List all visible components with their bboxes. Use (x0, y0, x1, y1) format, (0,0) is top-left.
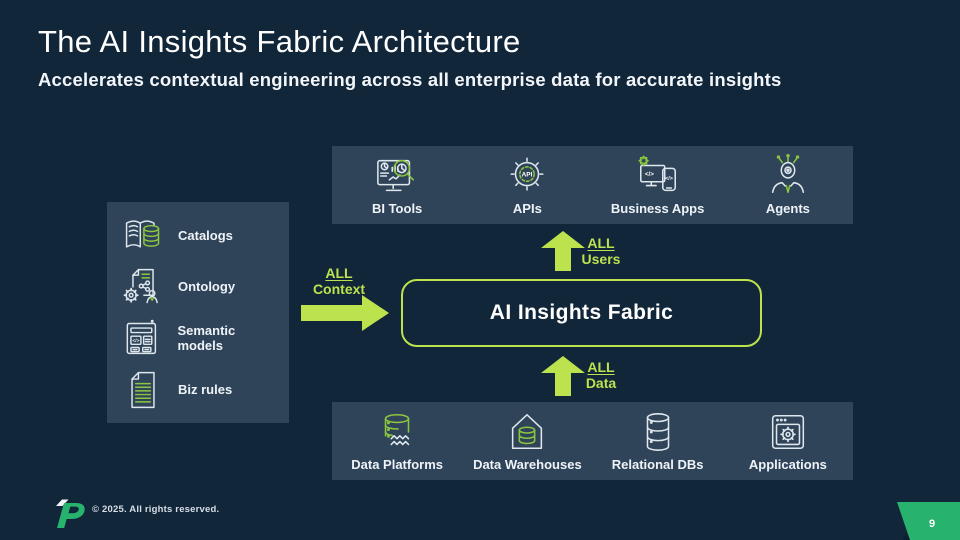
svg-text:</>: </> (132, 338, 139, 344)
source-label: Data Platforms (351, 457, 443, 472)
consumer-business-apps: </> </> Business Apps (593, 154, 723, 216)
context-panel: Catalogs Ontol (107, 202, 289, 423)
ai-insights-fabric-box: AI Insights Fabric (401, 279, 762, 347)
context-item-semantic-models: </> Semantic models (121, 317, 283, 359)
source-data-platforms: Data Platforms (332, 410, 462, 472)
api-gear-icon: API (510, 157, 544, 191)
copyright-text: © 2025. All rights reserved. (92, 504, 220, 515)
page-number: 9 (929, 518, 935, 530)
data-sources-panel: Data Platforms Data Warehouses (332, 402, 853, 480)
all-data-line2: Data (585, 374, 617, 391)
data-arrow-up (541, 356, 585, 396)
all-users-label: ALL Users (572, 235, 630, 267)
consumer-apis: API APIs (462, 154, 592, 216)
consumer-label: BI Tools (371, 201, 423, 216)
page-number-tab: 9 (897, 502, 960, 540)
relational-db-cylinder-icon (646, 413, 669, 451)
bi-tools-icon (377, 159, 415, 192)
context-arrow-right (301, 295, 389, 331)
page-title: The AI Insights Fabric Architecture (38, 24, 521, 59)
source-data-warehouses: Data Warehouses (462, 410, 592, 472)
users-arrow-up (541, 231, 585, 271)
all-context-line2: Context (312, 280, 366, 297)
api-icon-text: API (522, 172, 533, 179)
consumer-bi-tools: BI Tools (332, 154, 462, 216)
all-context-line1: ALL (325, 265, 353, 281)
data-warehouse-house-icon (512, 414, 543, 450)
all-data-label: ALL Data (572, 359, 630, 391)
company-logo (56, 499, 85, 528)
source-label: Relational DBs (611, 457, 704, 472)
context-item-label: Semantic models (177, 323, 236, 354)
ontology-doc-gear-icon (123, 268, 158, 303)
source-relational-dbs: Relational DBs (593, 410, 723, 472)
source-label: Data Warehouses (473, 457, 582, 472)
all-users-line1: ALL (587, 235, 615, 251)
page-subtitle: Accelerates contextual engineering acros… (38, 69, 782, 90)
all-users-line2: Users (581, 250, 621, 267)
agent-person-icon (771, 154, 804, 194)
context-item-label: Catalogs (178, 227, 233, 243)
consumer-label: Agents (765, 201, 810, 216)
semantic-models-window-icon: </> (126, 320, 157, 355)
source-label: Applications (748, 457, 827, 472)
all-data-line1: ALL (587, 359, 615, 375)
context-item-label: Biz rules (178, 382, 233, 398)
context-item-catalogs: Catalogs (121, 214, 283, 256)
context-item-biz-rules: Biz rules (121, 369, 283, 411)
context-item-ontology: Ontology (121, 266, 283, 308)
business-apps-icon: </> </> (638, 155, 676, 192)
consumer-label: Business Apps (610, 201, 705, 216)
data-platform-lake-icon (384, 414, 410, 446)
phone-code-text: </> (665, 176, 673, 182)
all-context-label: ALL Context (303, 265, 375, 297)
monitor-code-text: </> (645, 171, 654, 178)
source-applications: Applications (723, 410, 853, 472)
consumer-agents: Agents (723, 154, 853, 216)
context-item-label: Ontology (178, 279, 236, 295)
biz-rules-doc-icon (131, 371, 155, 409)
consumer-label: APIs (512, 201, 542, 216)
fabric-label: AI Insights Fabric (489, 301, 674, 324)
consumers-panel: BI Tools API APIs </> </> (332, 146, 853, 224)
catalogs-book-db-icon (125, 220, 160, 248)
applications-window-gear-icon (771, 414, 804, 450)
